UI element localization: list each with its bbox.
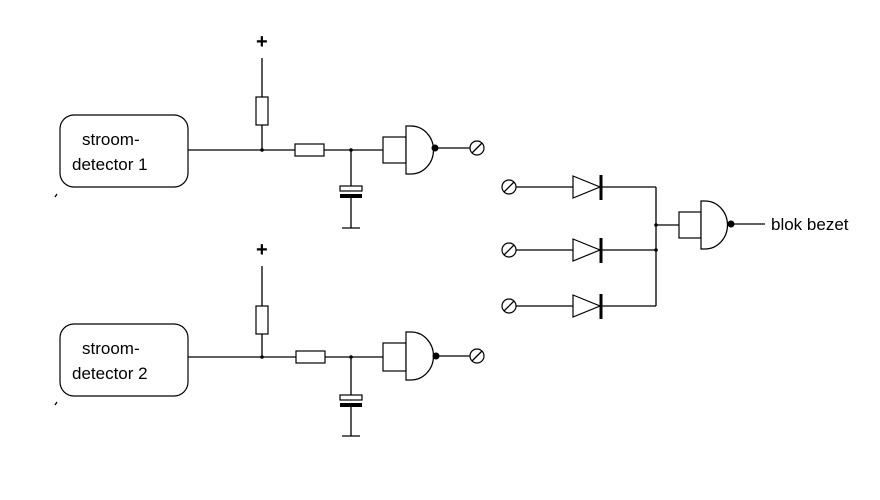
current-detector-2-label-line2: detector 2 <box>72 364 148 383</box>
current-detector-1-box <box>59 114 189 188</box>
capacitor-2-plate-bottom <box>340 403 362 407</box>
supply-plus-symbol-2: + <box>256 239 268 261</box>
output-label-blok-bezet: blok bezet <box>771 215 849 234</box>
detector-channel-1: stroom- detector 1 + <box>59 31 485 229</box>
pullup-resistor-1 <box>255 96 269 126</box>
diode-a-triangle <box>572 175 602 199</box>
junction-dot-2b <box>349 355 353 359</box>
solder-pad-2-slash <box>471 350 483 362</box>
input-pad-b-slash <box>503 244 515 256</box>
current-detector-2-box <box>59 323 189 397</box>
gate-1-input-block <box>382 136 407 164</box>
nand-gate-2-body <box>405 331 435 381</box>
series-resistor-1 <box>294 143 325 157</box>
nand-gate-3-output-bubble <box>727 220 735 228</box>
pullup-resistor-2 <box>255 305 269 335</box>
supply-plus-symbol-1: + <box>256 31 268 53</box>
stray-mark-1 <box>54 193 58 198</box>
series-resistor-2 <box>295 350 326 364</box>
current-detector-1-label-line1: stroom- <box>82 130 140 149</box>
junction-dot-1b <box>349 148 353 152</box>
nand-gate-1-body <box>405 125 435 175</box>
nand-gate-2-output-bubble <box>432 352 440 360</box>
junction-dot-1a <box>260 148 264 152</box>
current-detector-2-label-line1: stroom- <box>82 339 140 358</box>
capacitor-1-plate-bottom <box>340 194 362 198</box>
junction-dot-bus-b <box>654 248 658 252</box>
capacitor-2-plate-top <box>339 394 363 401</box>
nand-gate-3-body <box>700 200 729 250</box>
stray-mark-2 <box>54 401 58 406</box>
rc-node-wire-2 <box>325 356 383 436</box>
input-pad-a-slash <box>503 181 515 193</box>
diode-or-section: blok bezet <box>501 175 849 319</box>
junction-dot-bus <box>654 223 658 227</box>
diode-common-bus <box>655 187 679 306</box>
diode-b-triangle <box>572 238 602 262</box>
capacitor-1-plate-top <box>339 185 363 192</box>
junction-dot-2a <box>260 355 264 359</box>
current-detector-1-label-line2: detector 1 <box>72 155 148 174</box>
gate-3-input-block <box>678 211 702 239</box>
rc-node-wire-1 <box>324 149 383 228</box>
solder-pad-1-slash <box>471 142 483 154</box>
detector-channel-2: stroom- detector 2 + <box>59 239 485 437</box>
diode-c-triangle <box>572 294 602 318</box>
nand-gate-1-output-bubble <box>431 144 439 152</box>
gate-2-input-block <box>382 342 407 372</box>
input-pad-c-slash <box>503 300 515 312</box>
